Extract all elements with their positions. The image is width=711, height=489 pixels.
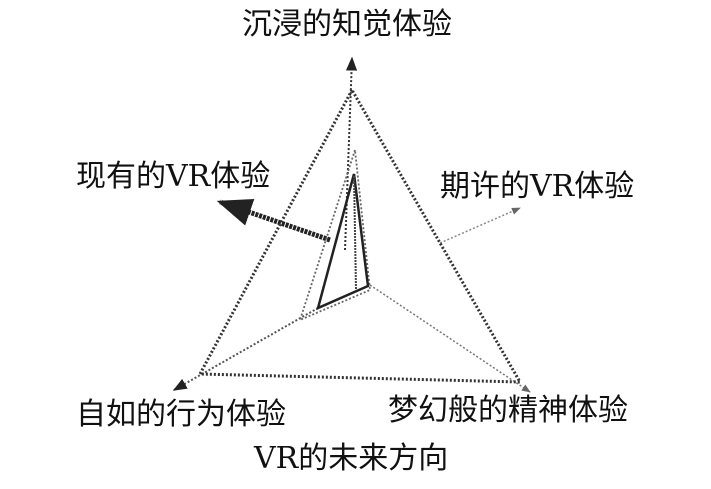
axis-current-vr [216,199,331,243]
outer-triangle [197,86,523,384]
label-free-action-experience: 自如的行为体验 [76,397,286,432]
label-immersive-perception: 沉浸的知觉体验 [242,7,452,42]
label-current-vr-experience: 现有的VR体验 [76,159,271,194]
axis-dreamlike [369,284,531,393]
inner-triangle-edge [353,175,357,291]
axis-group [172,56,531,393]
inner-triangle [316,173,370,311]
axis-expected-vr [439,207,521,244]
label-dreamlike-mental-experience: 梦幻般的精神体验 [388,393,628,428]
axis-top [344,56,358,251]
diagram-caption: VR的未来方向 [254,441,449,476]
middle-triangle [298,149,371,322]
label-expected-vr-experience: 期许的VR体验 [440,169,635,204]
axis-free-action [172,307,319,391]
